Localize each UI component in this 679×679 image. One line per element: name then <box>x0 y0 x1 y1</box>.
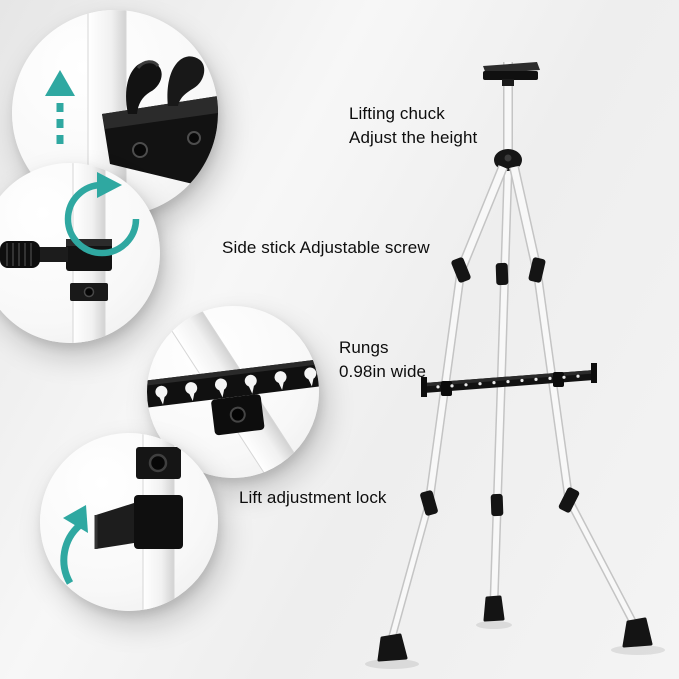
label-lifting-chuck: Lifting chuck Adjust the height <box>349 102 477 150</box>
lift-lock-detail <box>60 433 183 611</box>
label-line: Side stick Adjustable screw <box>222 238 430 257</box>
lock-body <box>94 495 183 549</box>
easel-rear-leg <box>489 165 513 607</box>
callout-side-stick-screw <box>0 163 160 343</box>
label-lift-lock: Lift adjustment lock <box>239 486 387 510</box>
floor-shadows <box>365 621 665 669</box>
keyhole-slots <box>155 367 317 405</box>
easel-left-leg <box>387 165 508 643</box>
easel-tray-rail <box>421 363 597 397</box>
side-stick-screw-detail <box>0 163 140 343</box>
label-line: Lifting chuck <box>349 104 445 123</box>
rotate-arrow-icon <box>64 172 140 257</box>
easel-lock-clamps <box>420 257 580 517</box>
rail-clamp <box>211 394 265 436</box>
lower-collar <box>70 283 108 301</box>
rungs-detail <box>147 306 319 478</box>
chuck-body <box>102 96 218 190</box>
easel-right-leg <box>509 165 639 628</box>
label-line: Rungs <box>339 338 389 357</box>
callout-lift-lock <box>40 433 218 611</box>
rung-rail <box>147 358 319 409</box>
easel-top-clamp <box>483 62 540 86</box>
label-line: 0.98in wide <box>339 362 427 381</box>
label-side-stick-screw: Side stick Adjustable screw <box>222 236 430 260</box>
lock-cap <box>136 447 181 479</box>
easel-feet <box>377 595 653 662</box>
screw-collar <box>0 239 112 271</box>
up-arrow-icon <box>45 70 75 144</box>
label-line: Adjust the height <box>349 128 478 147</box>
label-line: Lift adjustment lock <box>239 488 387 507</box>
spring-clips <box>126 56 205 114</box>
curved-arrow-icon <box>60 505 88 585</box>
label-rungs: Rungs 0.98in wide <box>339 336 426 384</box>
callout-rungs <box>147 306 319 478</box>
tray-holes <box>436 374 580 389</box>
easel-apex-joint <box>494 149 522 171</box>
